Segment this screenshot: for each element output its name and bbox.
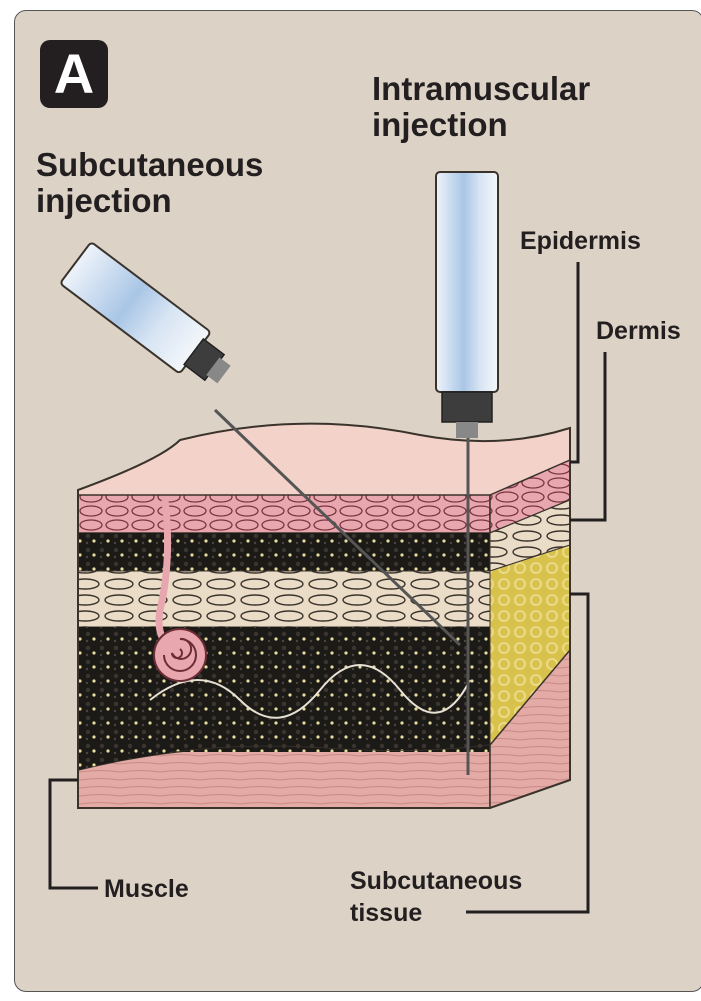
subcutaneous-tissue-label-line1: Subcutaneous (350, 866, 522, 896)
intramuscular-label-line1: Intramuscular (372, 72, 590, 106)
dermis-leader (570, 352, 605, 520)
subcutaneous-injection-label-line1: Subcutaneous (36, 148, 263, 182)
muscle-label: Muscle (104, 874, 189, 904)
epidermis-leader (570, 262, 578, 462)
intramuscular-label-line2: injection (372, 108, 508, 142)
subcutaneous-tissue-label-line2: tissue (350, 898, 422, 928)
panel-badge: A (40, 40, 108, 108)
subcutaneous-fat-layer (78, 627, 490, 752)
dermis-label: Dermis (596, 316, 681, 346)
epidermis-label: Epidermis (520, 226, 641, 256)
subcutaneous-injection-label-line2: injection (36, 184, 172, 218)
epidermis-base-layer (78, 533, 490, 571)
epidermis-layer (78, 495, 490, 533)
skin-surface (78, 424, 570, 500)
sweat-gland (154, 629, 206, 681)
dermis-layer (78, 571, 490, 627)
